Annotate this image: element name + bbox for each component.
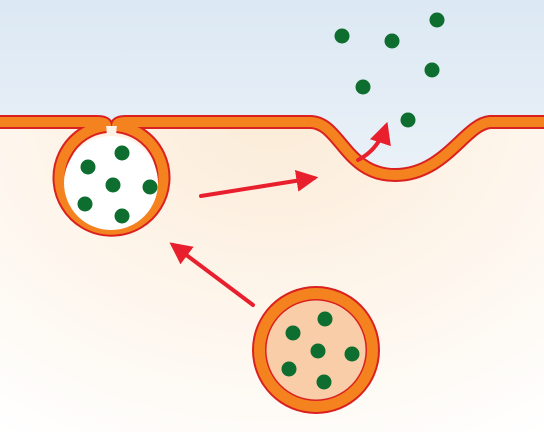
released-molecules — [334, 12, 445, 128]
molecule — [317, 311, 333, 327]
molecules-in-transport-vesicle — [281, 311, 360, 390]
molecule — [285, 325, 301, 341]
arrow-release — [356, 121, 391, 162]
molecule — [384, 33, 400, 49]
molecule — [355, 79, 371, 95]
molecule — [310, 343, 326, 359]
process-arrows — [169, 121, 391, 307]
extracellular-region — [0, 0, 544, 174]
molecule — [80, 159, 96, 175]
molecule — [105, 177, 121, 193]
molecule — [281, 361, 297, 377]
molecule — [316, 374, 332, 390]
molecule — [334, 28, 350, 44]
molecule — [344, 346, 360, 362]
molecule — [400, 112, 416, 128]
molecule — [114, 145, 130, 161]
molecule — [114, 208, 130, 224]
molecule — [429, 12, 445, 28]
molecule — [142, 179, 158, 195]
molecule — [424, 62, 440, 78]
arrow-transport — [169, 242, 255, 307]
molecule — [77, 196, 93, 212]
arrow-fusion — [199, 169, 319, 198]
molecules-in-docked-vesicle — [77, 145, 158, 224]
